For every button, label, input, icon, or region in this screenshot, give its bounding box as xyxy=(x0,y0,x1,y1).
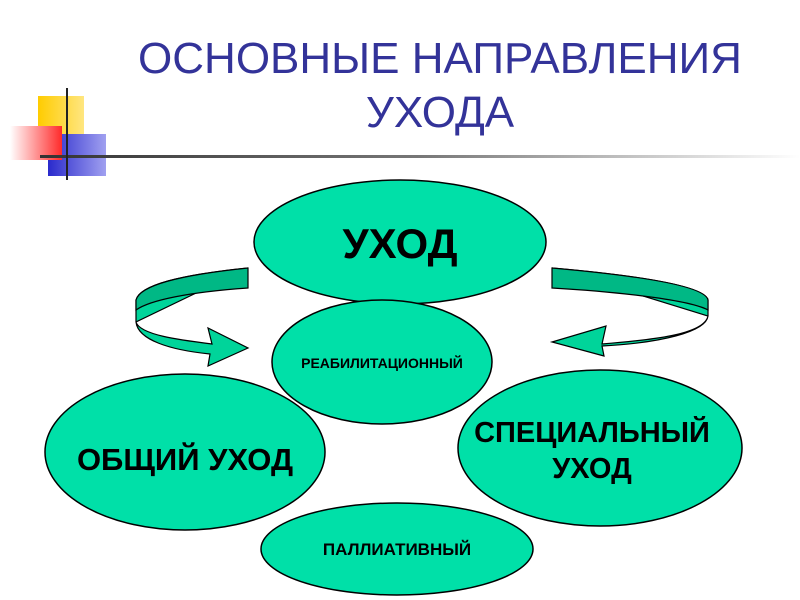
red-square xyxy=(10,126,62,160)
node-palliative: ПАЛЛИАТИВНЫЙ xyxy=(260,502,534,596)
node-general-care: ОБЩИЙ УХОД xyxy=(44,373,326,531)
node-care-label: УХОД xyxy=(342,220,457,267)
slide-title: ОСНОВНЫЕ НАПРАВЛЕНИЯ УХОДА xyxy=(110,32,770,140)
node-special-care-label-1: СПЕЦИАЛЬНЫЙ xyxy=(474,415,710,449)
node-general-care-label: ОБЩИЙ УХОД xyxy=(77,441,293,477)
node-palliative-label: ПАЛЛИАТИВНЫЙ xyxy=(323,540,471,559)
node-special-care-label-2: УХОД xyxy=(552,453,632,485)
node-rehabilitation: РЕАБИЛИТАЦИОННЫЙ xyxy=(271,299,493,425)
right-curved-arrow xyxy=(549,267,709,357)
title-decoration xyxy=(10,88,800,180)
node-rehabilitation-label: РЕАБИЛИТАЦИОННЫЙ xyxy=(301,354,463,371)
title-line-2: УХОДА xyxy=(365,88,515,137)
title-line-1: ОСНОВНЫЕ НАПРАВЛЕНИЯ xyxy=(138,34,742,83)
node-special-care: СПЕЦИАЛЬНЫЙ УХОД xyxy=(457,369,743,527)
left-curved-arrow xyxy=(135,267,250,368)
horizontal-rule xyxy=(40,155,800,158)
node-care: УХОД xyxy=(253,179,547,305)
vertical-rule xyxy=(66,88,68,180)
